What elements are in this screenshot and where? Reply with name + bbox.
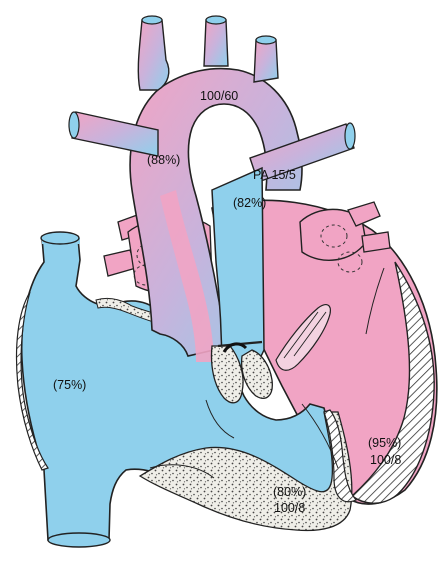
aorta-branch-right bbox=[254, 40, 278, 82]
aorta-pressure-label: 100/60 bbox=[200, 89, 238, 103]
right-ventricle-saturation-label: (80%) bbox=[273, 485, 306, 499]
inferior-vena-cava-opening bbox=[48, 533, 110, 547]
superior-vena-cava-opening bbox=[41, 232, 79, 244]
aorta-branch-right-opening bbox=[256, 36, 276, 44]
right-atrium-saturation-label: (75%) bbox=[53, 378, 86, 392]
aorta-branch-middle-opening bbox=[206, 16, 226, 24]
left-ventricle-saturation-label: (95%) bbox=[368, 436, 401, 450]
left-ventricle-pressure-label: 100/8 bbox=[370, 453, 401, 467]
aorta-branch-left-opening bbox=[142, 16, 162, 24]
aorta-saturation-label: (88%) bbox=[147, 153, 180, 167]
aorta-branch-left bbox=[138, 20, 169, 90]
right-ventricle-pressure-label: 100/8 bbox=[274, 501, 305, 515]
pulmonary-artery-pressure-label: PA 15/5 bbox=[253, 168, 296, 182]
pulmonary-artery-left-opening bbox=[69, 112, 79, 138]
pulmonary-vein-lower-right bbox=[362, 232, 390, 252]
aorta-branch-middle bbox=[204, 20, 228, 66]
pulmonary-artery-saturation-label: (82%) bbox=[233, 196, 266, 210]
pulmonary-artery-right-opening bbox=[345, 123, 355, 149]
